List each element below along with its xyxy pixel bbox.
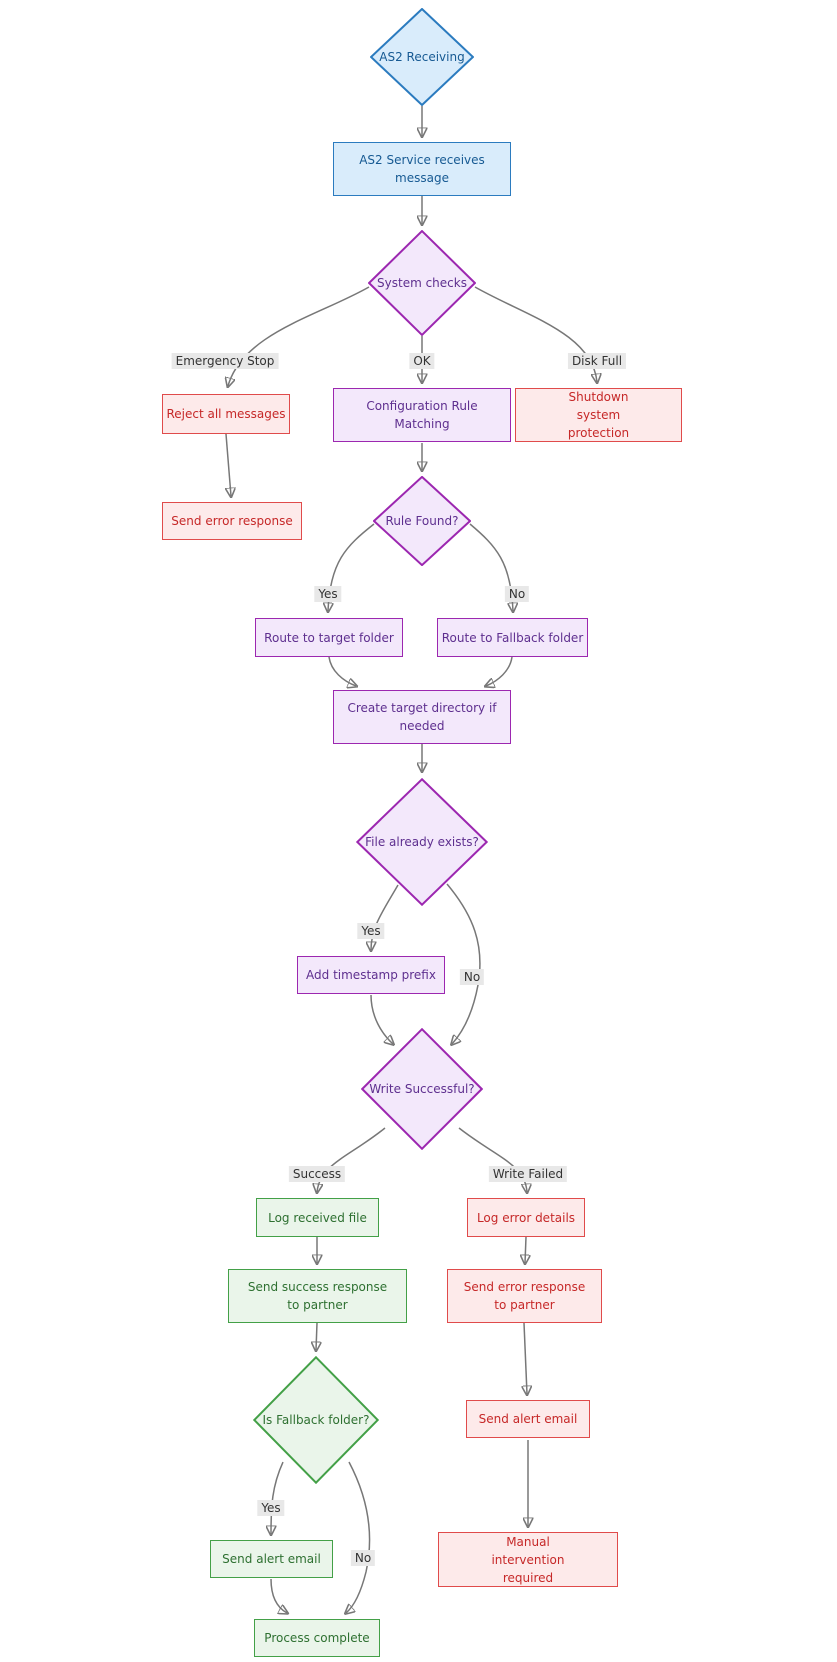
edge-routefallback-to-createdir	[486, 656, 513, 686]
flowchart-node-send-alert-email-red: Send alert email	[466, 1400, 590, 1438]
node-label: Configuration Rule Matching	[366, 399, 478, 431]
flowchart-node-file-already-exists: File already exists?	[356, 778, 488, 906]
node-label: Reject all messages	[166, 407, 286, 421]
edge-isfallback-to-processcomplete	[346, 1461, 371, 1613]
flowchart-node-create-target-directory: Create target directory if needed	[333, 690, 511, 744]
edge-routetarget-to-createdir	[328, 656, 356, 686]
flowchart-node-write-successful: Write Successful?	[361, 1028, 483, 1150]
node-label: AS2 Service receives message	[359, 153, 485, 185]
node-label: Write Successful?	[369, 1082, 475, 1096]
node-label: Route to Fallback folder	[441, 630, 584, 645]
flowchart-node-manual-intervention-required: Manual intervention required	[438, 1532, 618, 1587]
edge-fileexists-to-addtimestamp	[371, 884, 399, 950]
flowchart-node-shutdown-system-protection: Shutdown system protection	[515, 388, 682, 442]
node-label: Log received file	[268, 1210, 367, 1225]
flowchart-node-system-checks: System checks	[368, 230, 476, 336]
flowchart-node-process-complete: Process complete	[254, 1619, 380, 1657]
flowchart-node-route-to-fallback-folder: Route to Fallback folder	[437, 618, 588, 657]
flowchart-node-add-timestamp-prefix: Add timestamp prefix	[297, 956, 445, 994]
node-label: System checks	[377, 276, 467, 290]
edge-label-yes-file-exists: Yes	[357, 923, 385, 939]
edge-label-no-rule-found: No	[504, 586, 530, 602]
node-label: Is Fallback folder?	[262, 1413, 370, 1427]
edge-sendsuccesspartner-to-isfallback	[316, 1322, 317, 1350]
flowchart-node-route-to-target-folder: Route to target folder	[255, 618, 403, 657]
edge-writesuccessful-to-logreceived	[317, 1127, 386, 1192]
diamond-shape	[361, 1028, 483, 1150]
edge-isfallback-to-sendalertgreen	[271, 1461, 284, 1534]
flowchart-node-rule-found: Rule Found?	[373, 476, 471, 566]
flowchart-node-configuration-rule-matching: Configuration Rule Matching	[333, 388, 511, 442]
diamond-shape	[356, 778, 488, 906]
node-label: AS2 Receiving	[379, 50, 465, 64]
edge-logerror-to-senderrorpartner	[525, 1236, 526, 1263]
node-label: File already exists?	[365, 835, 479, 849]
edge-label-emergency-stop: Emergency Stop	[171, 353, 279, 369]
edge-label-no-is-fallback: No	[350, 1550, 376, 1566]
node-label: Rule Found?	[385, 514, 459, 528]
edge-sendalertgreen-to-processcomplete	[270, 1578, 287, 1613]
flowchart-node-as2-service-receives-message: AS2 Service receives message	[333, 142, 511, 196]
diamond-shape	[370, 8, 474, 106]
node-label: Send success response to partner	[247, 1280, 388, 1312]
edge-label-disk-full: Disk Full	[567, 353, 627, 369]
node-label: Log error details	[476, 1210, 576, 1225]
node-label: Route to target folder	[264, 630, 394, 645]
edge-fileexists-to-writesuccessful	[446, 883, 481, 1044]
node-label: Send error response	[171, 514, 293, 528]
node-label: Manual intervention required	[491, 1534, 565, 1585]
flowchart-node-as2-receiving: AS2 Receiving	[370, 8, 474, 106]
node-label: Shutdown system protection	[567, 390, 630, 440]
edge-label-ok: OK	[409, 353, 435, 369]
flowchart-node-send-error-response: Send error response	[162, 502, 302, 540]
flowchart-node-reject-all-messages: Reject all messages	[162, 394, 290, 434]
node-label: Create target directory if needed	[347, 701, 497, 733]
node-label: Add timestamp prefix	[306, 968, 436, 982]
edge-label-yes-rule-found: Yes	[314, 586, 342, 602]
edge-label-success: Success	[288, 1166, 346, 1182]
edge-label-no-file-exists: No	[459, 969, 485, 985]
flowchart-node-send-alert-email-green: Send alert email	[210, 1540, 333, 1578]
edge-senderrorpartner-to-sendalertred	[524, 1322, 527, 1394]
edge-label-yes-is-fallback: Yes	[257, 1500, 285, 1516]
flowchart-node-send-error-response-to-partner: Send error response to partner	[447, 1269, 602, 1323]
node-label: Process complete	[264, 1631, 370, 1645]
edge-rejectall-to-senderrorresponse	[226, 433, 231, 496]
edge-writesuccessful-to-logerror	[458, 1127, 527, 1192]
edge-label-write-failed: Write Failed	[488, 1166, 568, 1182]
flowchart-node-log-error-details: Log error details	[467, 1198, 585, 1237]
node-label: Send alert email	[478, 1412, 578, 1426]
node-label: Send alert email	[222, 1552, 321, 1566]
flowchart-node-is-fallback-folder: Is Fallback folder?	[253, 1356, 379, 1484]
diamond-shape	[253, 1356, 379, 1484]
flowchart-node-log-received-file: Log received file	[256, 1198, 379, 1237]
diamond-shape	[373, 476, 471, 566]
node-label: Send error response to partner	[463, 1280, 586, 1312]
edge-addtimestamp-to-writesuccessful	[370, 994, 393, 1044]
diamond-shape	[368, 230, 476, 336]
edge-systemchecks-to-rejectall	[228, 286, 370, 386]
flowchart-node-send-success-response-to-partner: Send success response to partner	[228, 1269, 407, 1323]
